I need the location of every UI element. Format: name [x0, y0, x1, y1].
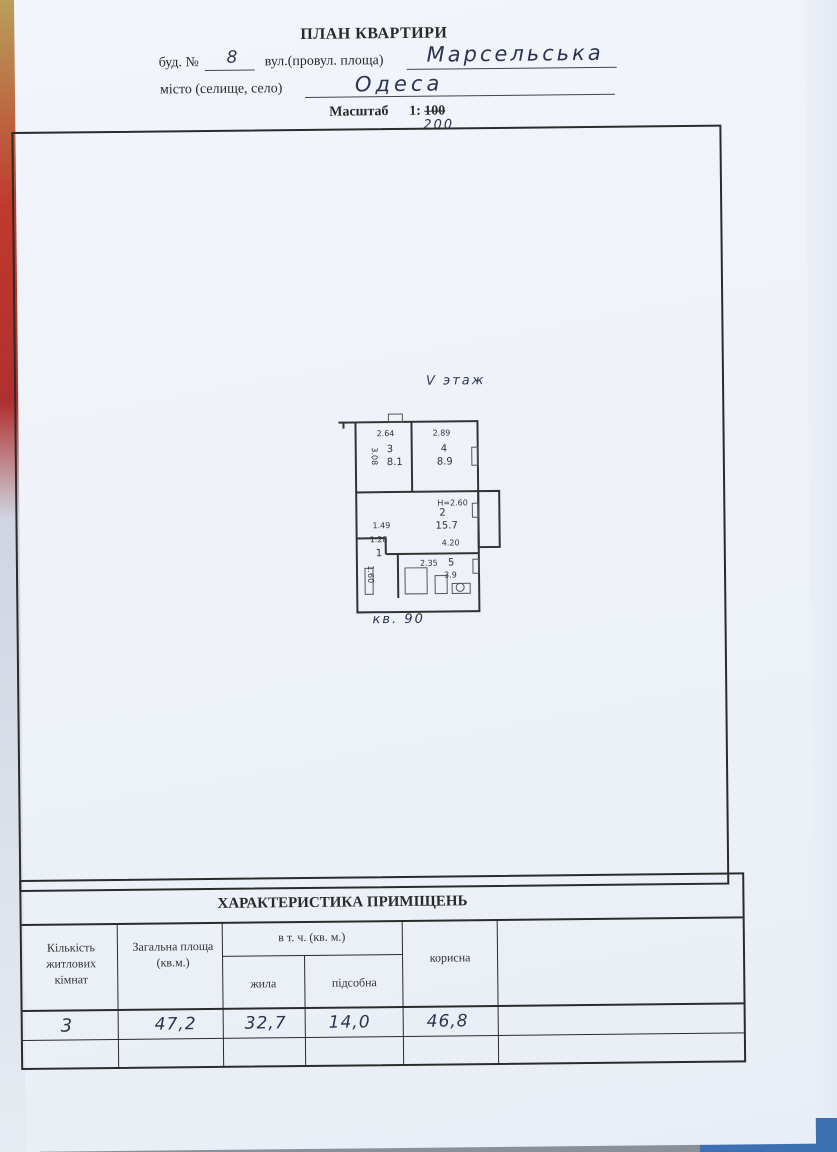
table-col-4: [401, 919, 405, 1066]
floor-note: V этаж: [425, 373, 486, 389]
building-label: буд. №: [158, 55, 199, 71]
room-2-area: 15.7: [435, 520, 457, 531]
room-1-depth: 1.28: [370, 535, 388, 544]
value-aux: 14,0: [328, 1012, 371, 1033]
table-col-5: [496, 918, 500, 1065]
room-5-number: 5: [448, 557, 454, 568]
document-title: ПЛАН КВАРТИРИ: [300, 24, 448, 44]
table-col-3: [304, 955, 307, 1068]
floor-plan: 2.64 3.08 3 8.1 2.89 4 8.9 H=2.60 2 15.7…: [338, 413, 501, 614]
value-rooms: 3: [60, 1015, 73, 1037]
building-number: 8: [226, 47, 238, 68]
value-living: 32,7: [244, 1013, 287, 1034]
col-rooms-header: Кількість житлових кімнат: [46, 940, 97, 988]
scale-label: Масштаб: [329, 104, 389, 120]
table-col-1: [116, 922, 120, 1069]
city-value: Одеса: [354, 71, 444, 97]
room-3-depth: 3.08: [370, 447, 379, 465]
room-1-width: 1.49: [372, 521, 390, 530]
table-col-2: [221, 921, 225, 1068]
building-underline: [204, 69, 255, 72]
document-sheet: ПЛАН КВАРТИРИ буд. № 8 вул.(провул. площ…: [11, 0, 817, 1152]
table-line-1: [21, 916, 743, 926]
street-label: вул.(провул. площа): [264, 53, 384, 70]
table-line-2: [22, 1002, 744, 1012]
room-1-side: 1.60: [366, 565, 375, 583]
room-3-number: 3: [387, 444, 393, 455]
city-underline: [305, 93, 616, 98]
col-total-header: Загальна площа (кв.м.): [132, 938, 214, 970]
characteristics-table: ХАРАКТЕРИСТИКА ПРИМІЩЕНЬ Кількість житло…: [19, 872, 747, 1070]
room-2-height: H=2.60: [437, 498, 468, 507]
room-4-width: 2.89: [433, 428, 451, 437]
room-4-area: 8.9: [437, 456, 453, 467]
table-line-3: [22, 1032, 744, 1041]
characteristics-title: ХАРАКТЕРИСТИКА ПРИМІЩЕНЬ: [217, 893, 468, 912]
room-3-width: 2.64: [377, 429, 395, 438]
room-5-value: 3.9: [444, 570, 457, 579]
city-label: місто (селище, село): [159, 81, 283, 98]
apartment-note: кв. 90: [372, 611, 425, 628]
col-aux-header: підсобна: [331, 975, 377, 990]
room-2-number: 2: [439, 508, 445, 519]
room-4-number: 4: [441, 443, 447, 454]
room-1-number: 1: [376, 548, 382, 559]
value-useful: 46,8: [426, 1011, 469, 1032]
col-useful-header: корисна: [429, 950, 471, 965]
room-3-area: 8.1: [387, 457, 403, 468]
value-total: 47,2: [154, 1014, 197, 1035]
col-living-header: жила: [250, 976, 277, 991]
room-2-length: 4.20: [442, 538, 460, 547]
street-underline: [406, 66, 617, 70]
street-value: Марсельська: [426, 40, 604, 67]
room-5-width: 2.35: [420, 559, 438, 568]
scale-prefix: 1:: [409, 103, 421, 119]
table-line-sub: [222, 953, 403, 957]
col-incl-header: в т. ч. (кв. м.): [278, 929, 346, 945]
